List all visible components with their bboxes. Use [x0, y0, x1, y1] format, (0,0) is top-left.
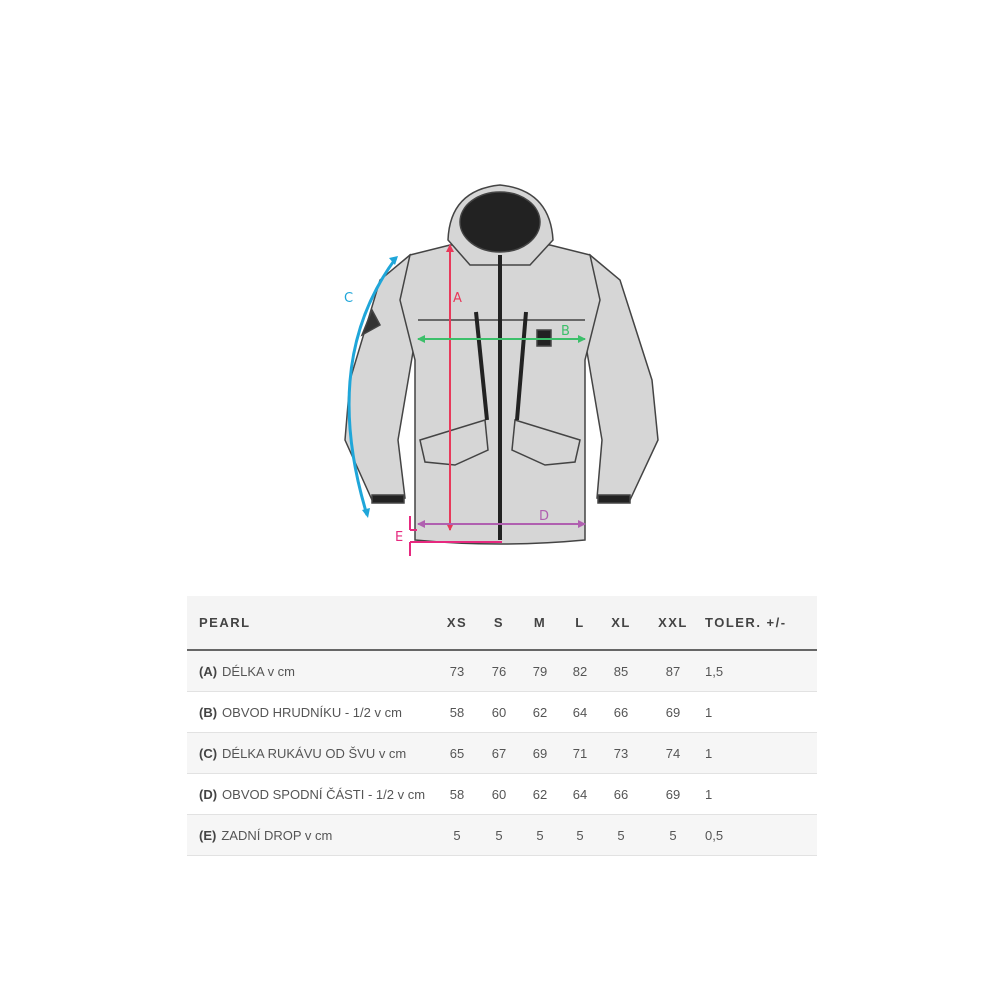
- size-value: 67: [478, 732, 520, 774]
- size-value: 79: [520, 650, 560, 692]
- measure-a: A: [446, 244, 462, 531]
- size-value: 58: [436, 691, 478, 733]
- size-value: 66: [600, 691, 642, 733]
- svg-text:A: A: [453, 291, 462, 306]
- svg-text:B: B: [561, 324, 570, 339]
- header-xl: XL: [600, 596, 642, 651]
- header-product: PEARL: [187, 596, 436, 651]
- size-value: 73: [436, 650, 478, 692]
- measure-c: C: [344, 256, 398, 518]
- size-value: 60: [478, 773, 520, 815]
- size-table: PEARL XS S M L XL XXL TOLER. +/- (A)DÉLK…: [187, 596, 817, 856]
- size-value: 62: [520, 691, 560, 733]
- measurement-code: (D): [199, 786, 218, 802]
- measurement-name: DÉLKA RUKÁVU OD ŠVU v cm: [222, 745, 407, 761]
- measurement-label: (B)OBVOD HRUDNÍKU - 1/2 v cm: [187, 691, 436, 733]
- tolerance-value: 1: [704, 691, 817, 733]
- table-header-row: PEARL XS S M L XL XXL TOLER. +/-: [187, 596, 817, 651]
- size-value: 5: [600, 814, 642, 856]
- measurement-name: DÉLKA v cm: [222, 663, 296, 679]
- size-value: 69: [642, 691, 704, 733]
- size-value: 5: [436, 814, 478, 856]
- measurement-code: (C): [199, 745, 218, 761]
- measurement-label: (E)ZADNÍ DROP v cm: [187, 814, 436, 856]
- header-tolerance: TOLER. +/-: [704, 596, 817, 651]
- size-value: 82: [560, 650, 600, 692]
- size-value: 69: [520, 732, 560, 774]
- measurement-name: OBVOD HRUDNÍKU - 1/2 v cm: [222, 704, 402, 720]
- header-m: M: [520, 596, 560, 651]
- measurement-label: (A)DÉLKA v cm: [187, 650, 436, 692]
- svg-text:D: D: [539, 509, 549, 524]
- measurement-name: OBVOD SPODNÍ ČÁSTI - 1/2 v cm: [222, 786, 426, 802]
- size-value: 69: [642, 773, 704, 815]
- header-l: L: [560, 596, 600, 651]
- header-s: S: [478, 596, 520, 651]
- measurement-code: (A): [199, 663, 218, 679]
- size-value: 85: [600, 650, 642, 692]
- measurement-code: (B): [199, 704, 218, 720]
- measure-e: E: [395, 516, 502, 556]
- measurement-label: (D)OBVOD SPODNÍ ČÁSTI - 1/2 v cm: [187, 773, 436, 815]
- measure-d: D: [417, 509, 586, 528]
- tolerance-value: 0,5: [704, 814, 817, 856]
- size-value: 87: [642, 650, 704, 692]
- size-value: 62: [520, 773, 560, 815]
- size-value: 73: [600, 732, 642, 774]
- size-value: 5: [560, 814, 600, 856]
- measurement-name: ZADNÍ DROP v cm: [221, 827, 333, 843]
- header-xs: XS: [436, 596, 478, 651]
- jacket-illustration: [344, 184, 659, 545]
- measurement-code: (E): [199, 827, 217, 843]
- jacket-measurement-diagram: A B C D E: [344, 184, 659, 556]
- size-value: 58: [436, 773, 478, 815]
- measure-b: B: [417, 324, 586, 343]
- size-value: 66: [600, 773, 642, 815]
- size-value: 76: [478, 650, 520, 692]
- size-value: 64: [560, 773, 600, 815]
- tolerance-value: 1: [704, 732, 817, 774]
- measurement-label: (C)DÉLKA RUKÁVU OD ŠVU v cm: [187, 732, 436, 774]
- size-value: 71: [560, 732, 600, 774]
- svg-text:C: C: [344, 291, 353, 306]
- size-value: 5: [478, 814, 520, 856]
- size-value: 5: [642, 814, 704, 856]
- tolerance-value: 1: [704, 773, 817, 815]
- size-value: 65: [436, 732, 478, 774]
- svg-text:E: E: [395, 530, 403, 545]
- size-value: 64: [560, 691, 600, 733]
- header-xxl: XXL: [642, 596, 704, 651]
- tolerance-value: 1,5: [704, 650, 817, 692]
- size-value: 74: [642, 732, 704, 774]
- size-value: 60: [478, 691, 520, 733]
- size-value: 5: [520, 814, 560, 856]
